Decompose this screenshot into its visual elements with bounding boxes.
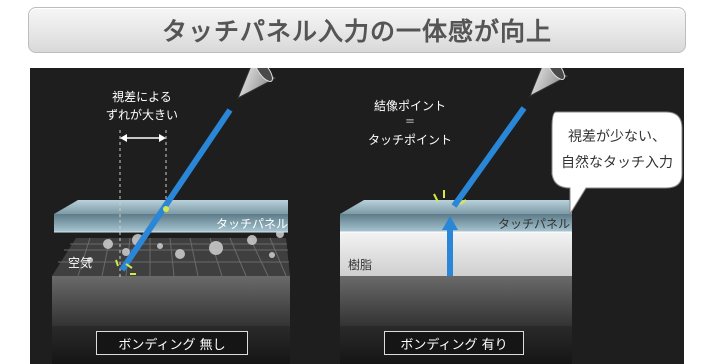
pen-icon: [237, 68, 277, 100]
equals-label: ＝: [405, 117, 415, 128]
parallax-label-line1: 視差による: [112, 90, 172, 104]
touch-panel-label-left: タッチパネル: [215, 217, 288, 231]
touch-panel-right: [340, 214, 572, 232]
touch-panel-label-right: タッチパネル: [497, 217, 570, 231]
illustration-panel: 視差による ずれが大きい タッチパネル 空気 ボンディング 無し 結像ポイント …: [30, 68, 684, 364]
display-base-left: [52, 276, 290, 326]
title-banner: タッチパネル入力の一体感が向上: [28, 7, 686, 53]
caption-left: ボンディング 無し: [96, 331, 248, 355]
display-base-right: [340, 276, 572, 326]
resin-layer: [340, 232, 572, 276]
resin-label: 樹脂: [348, 258, 373, 272]
touch-point-label: タッチポイント: [367, 133, 452, 147]
imaging-point-label: 結像ポイント: [373, 99, 446, 113]
page-title: タッチパネル入力の一体感が向上: [161, 17, 552, 46]
bubble-line1: 視差が少ない、: [568, 129, 666, 145]
bubble-line2: 自然なタッチ入力: [561, 155, 673, 171]
pen-icon: [529, 68, 569, 98]
left-diagram: [52, 108, 290, 364]
touch-panel-left: [54, 214, 288, 232]
air-label: 空気: [68, 256, 93, 270]
illustration-graphics: [52, 68, 683, 364]
parallax-label-line2: ずれが大きい: [105, 108, 178, 122]
speech-bubble: [551, 111, 683, 216]
caption-right: ボンディング 有り: [384, 331, 524, 355]
